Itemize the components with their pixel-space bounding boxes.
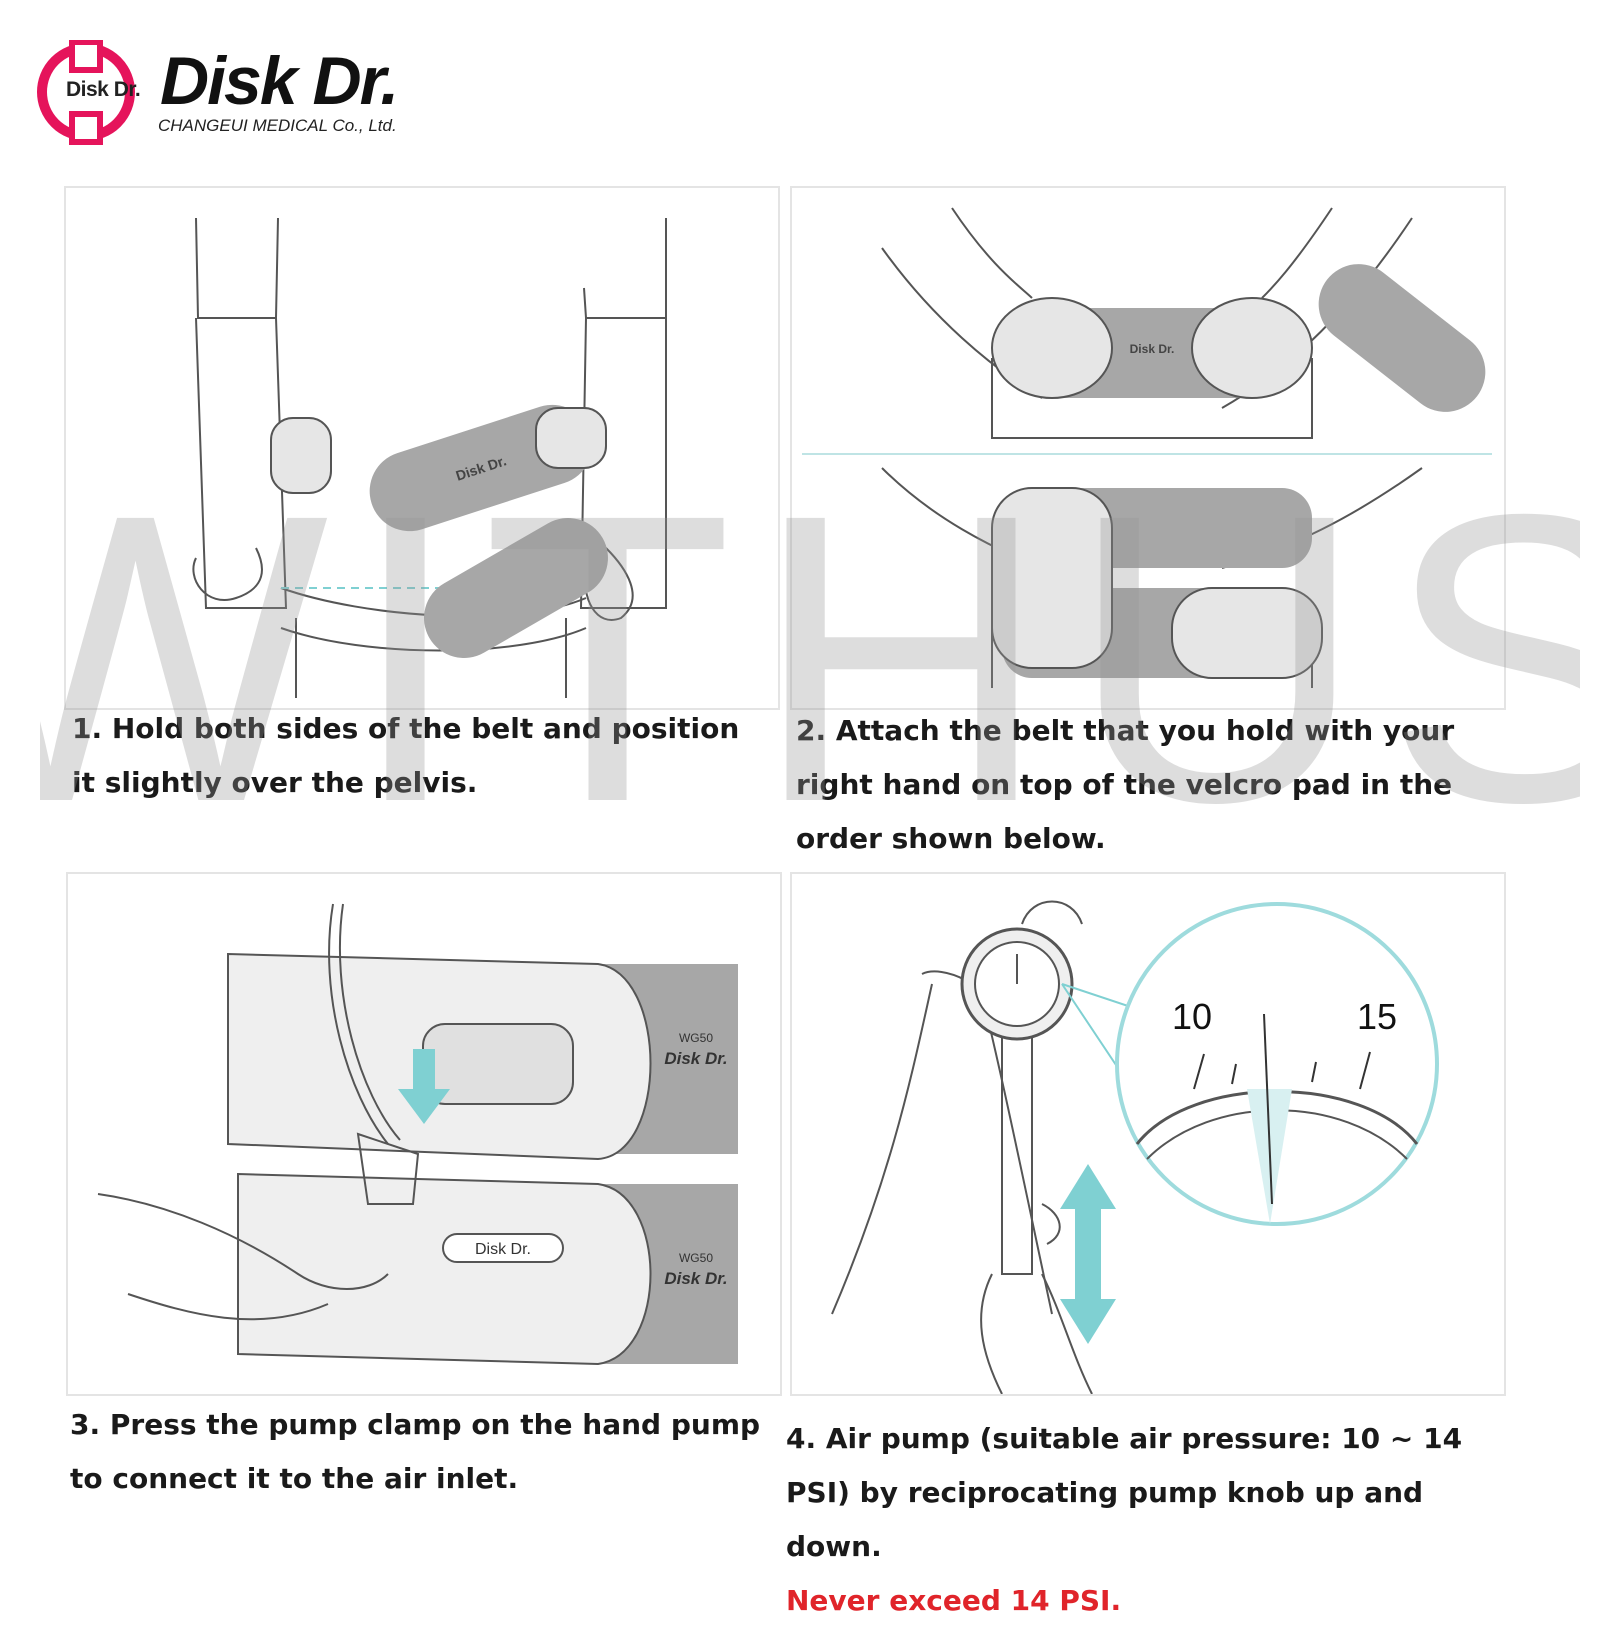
belt-model: WG50 [679,1031,713,1045]
brand-logo: Disk Dr. Disk Dr. CHANGEUI MEDICAL Co., … [34,40,414,150]
inlet-label: Disk Dr. [475,1241,531,1258]
belt-model-lower: WG50 [679,1251,713,1265]
step-3-illustration: Disk Dr. WG50 Disk Dr. WG50 Disk Dr. [66,872,782,1396]
air-pump-drawing: 10 15 [831,900,1439,1394]
step-4-illustration: 10 15 [790,872,1506,1396]
step-1-illustration: Disk Dr. [64,186,780,710]
gauge-label-15: 15 [1357,996,1397,1037]
belt-label-lower: Disk Dr. [664,1269,727,1288]
brand-name: Disk Dr. [160,43,399,119]
belt-label: Disk Dr. [664,1049,727,1068]
step-3-caption: 3. Press the pump clamp on the hand pump… [70,1408,761,1495]
down-arrow-icon [398,1049,450,1124]
belt-label: Disk Dr. [1130,342,1175,356]
step-2-illustration: Disk Dr. [790,186,1506,710]
belt-positioning-drawing: Disk Dr. [192,217,667,698]
pressure-warning: Never exceed 14 PSI. [786,1584,1122,1617]
step-1-caption: 1. Hold both sides of the belt and posit… [72,712,740,799]
logo-mark-text: Disk Dr. [66,78,141,101]
step-2-caption: 2. Attach the belt that you hold with yo… [796,714,1455,855]
step-4-caption: 4. Air pump (suitable air pressure: 10 ~… [786,1412,1506,1628]
step-4-text: 4. Air pump (suitable air pressure: 10 ~… [786,1422,1463,1563]
gauge-label-10: 10 [1172,996,1212,1037]
pressure-gauge-icon [960,927,1074,1041]
updown-arrow-icon [1060,1164,1116,1344]
pump-clamp-drawing: Disk Dr. WG50 Disk Dr. WG50 Disk Dr. [97,903,738,1366]
company-name: CHANGEUI MEDICAL Co., Ltd. [158,116,397,135]
medical-cross-icon [37,40,135,145]
velcro-attach-drawing: Disk Dr. [802,207,1492,688]
